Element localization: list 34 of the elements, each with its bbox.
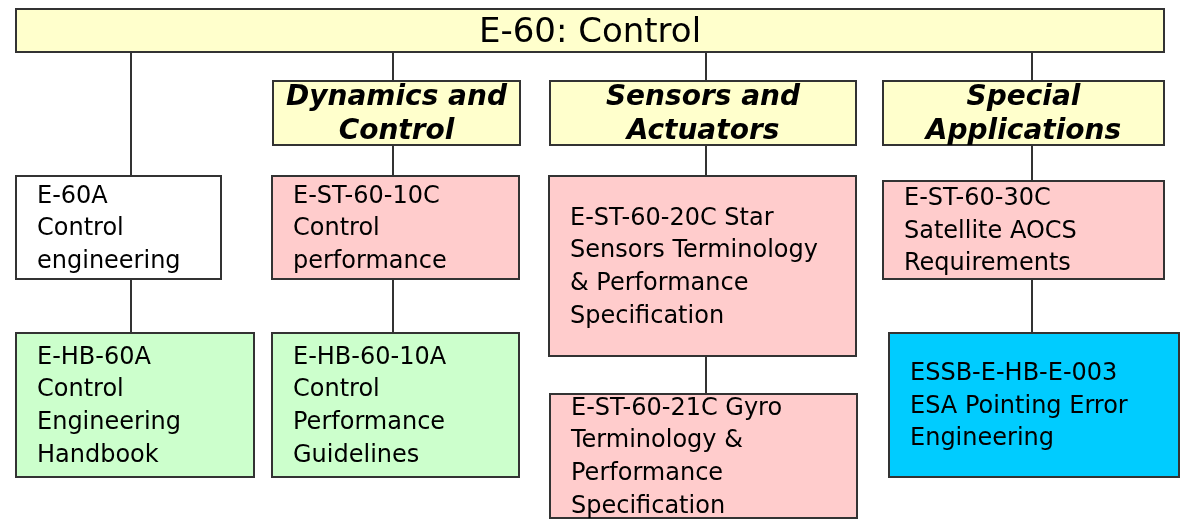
header-text: Dynamics and Control [285, 79, 509, 147]
connector-line [392, 145, 394, 176]
document-box [888, 332, 1180, 478]
connector-line [705, 356, 707, 394]
document-box [15, 175, 222, 280]
header-text: Special Applications [923, 79, 1123, 147]
document-box [271, 175, 520, 280]
document-box [271, 332, 520, 478]
document-box [548, 175, 857, 357]
document-box [549, 393, 858, 519]
title-bar [15, 8, 1165, 53]
connector-line [1031, 145, 1033, 181]
connector-line [130, 52, 132, 176]
document-text: E-60A Control engineering [37, 179, 182, 276]
connector-line [130, 279, 132, 333]
document-text: E-ST-60-20C Star Sensors Terminology & Performance Specification [570, 201, 819, 331]
document-text: E-ST-60-10C Control performance [293, 179, 448, 276]
document-box [882, 180, 1165, 280]
connector-line [705, 52, 707, 81]
category-header [882, 80, 1165, 146]
document-text: E-HB-60A Control Engineering Handbook [37, 340, 182, 470]
connector-line [392, 52, 394, 81]
document-text: E-ST-60-21C Gyro Terminology & Performance Specification [571, 391, 784, 521]
connector-line [705, 145, 707, 176]
connector-line [392, 279, 394, 333]
document-box [15, 332, 255, 478]
category-header [549, 80, 857, 146]
document-text: E-ST-60-30C Satellite AOCS Requirements [904, 182, 1078, 279]
header-text: Sensors and Actuators [604, 79, 802, 147]
title-text: E-60: Control [477, 10, 703, 51]
connector-line [1031, 52, 1033, 81]
document-text: ESSB-E-HB-E-003 ESA Pointing Error Engineering [910, 357, 1129, 454]
document-text: E-HB-60-10A Control Performance Guidelines [293, 340, 448, 470]
connector-line [1031, 279, 1033, 333]
